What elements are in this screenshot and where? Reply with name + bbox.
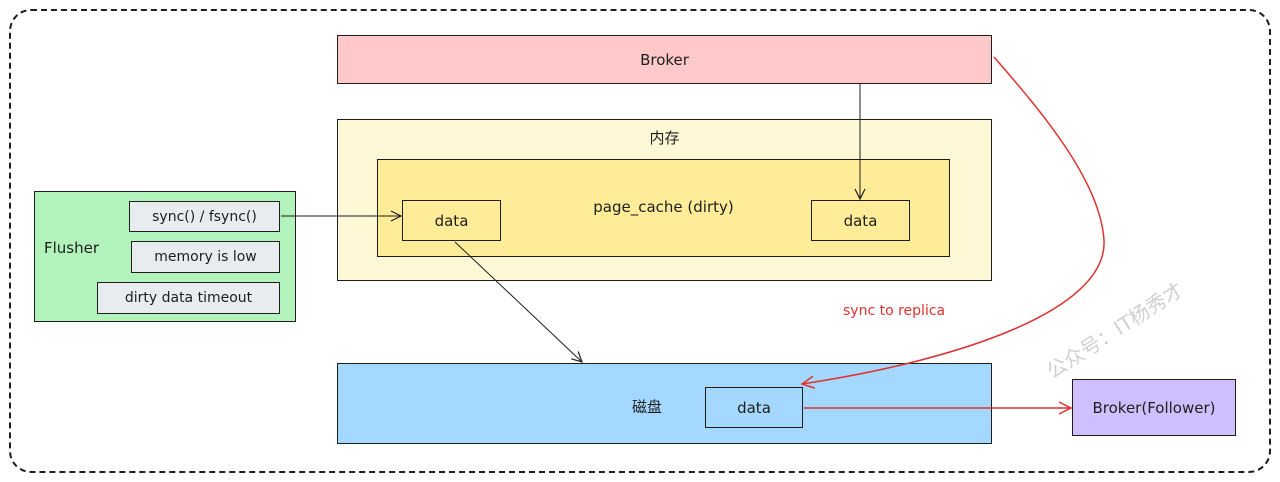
- memory-data-right: data: [811, 200, 910, 241]
- trigger-dirty-timeout-label: dirty data timeout: [124, 290, 253, 306]
- trigger-sync-fsync-label: sync() / fsync(): [152, 208, 257, 225]
- disk-box: 磁盘: [337, 363, 992, 444]
- trigger-memory-low-label: memory is low: [154, 249, 257, 265]
- disk-data-box: data: [705, 387, 803, 428]
- trigger-dirty-timeout: dirty data timeout: [97, 282, 280, 314]
- disk-label: 磁盘: [632, 398, 663, 416]
- arrow-broker-to-replica: [802, 56, 1105, 384]
- follower-broker-box: Broker(Follower): [1072, 379, 1236, 436]
- broker-box: Broker: [337, 35, 992, 84]
- sync-to-replica-label: sync to replica: [843, 303, 946, 319]
- broker-label: Broker: [640, 50, 689, 69]
- memory-data-left: data: [402, 200, 501, 241]
- outer-dashed-frame: [9, 9, 1271, 473]
- memory-label: 内存: [649, 129, 680, 147]
- disk-data-label: data: [737, 398, 771, 417]
- arrow-cache-to-disk: [454, 241, 582, 362]
- follower-broker-label: Broker(Follower): [1092, 398, 1216, 417]
- memory-data-right-label: data: [843, 211, 878, 230]
- flusher-label: Flusher: [44, 239, 100, 257]
- trigger-sync-fsync: sync() / fsync(): [129, 201, 280, 232]
- memory-data-left-label: data: [434, 211, 469, 230]
- page-cache-label: page_cache (dirty): [593, 198, 734, 216]
- trigger-memory-low: memory is low: [131, 241, 280, 273]
